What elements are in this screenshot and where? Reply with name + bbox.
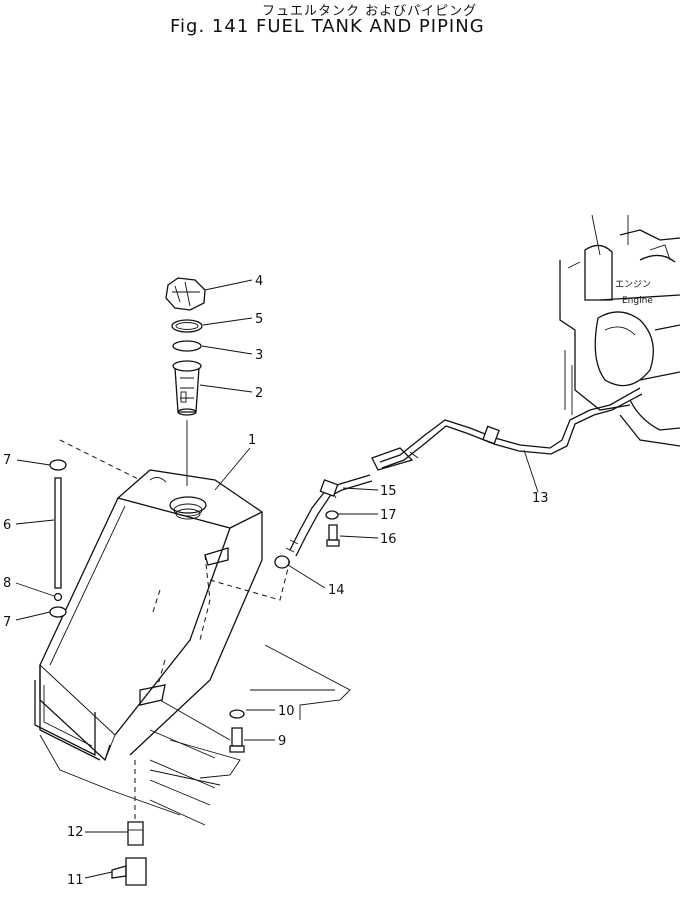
callout-16: 16 [380,532,397,547]
callout-7-bottom: 7 [3,615,11,630]
fuel-tank [34,439,291,762]
callout-2: 2 [255,386,263,401]
callout-labels: 4 5 3 2 1 7 6 8 7 10 9 12 11 13 14 15 17… [3,274,549,888]
callout-1: 1 [248,433,256,448]
fuel-pipe [371,387,643,471]
callout-7-top: 7 [3,453,11,468]
callout-12: 12 [67,825,84,840]
title-japanese: フュエルタンク およびパイピング [262,4,478,19]
leader-lines [15,279,539,879]
washer-part-17 [325,510,339,520]
strainer-part-2 [172,360,202,416]
level-gauge-parts [49,459,67,618]
washer-part-10 [229,709,245,719]
clamp-part-14 [274,555,290,569]
bolt-part-16 [326,524,340,547]
figure-title: Fig. 141 FUEL TANK AND PIPING [170,16,485,37]
callout-15: 15 [380,484,397,499]
drain-valve-part-11 [111,857,147,886]
callout-13: 13 [532,491,549,506]
engine-outline [559,214,680,447]
callout-17: 17 [380,508,397,523]
drain-plug-part-12 [127,821,144,846]
callout-10: 10 [278,704,295,719]
callout-4: 4 [255,274,263,289]
filler-cap-part-4 [165,277,206,311]
callout-14: 14 [328,583,345,598]
bolt-part-9 [229,727,245,753]
callout-9: 9 [278,734,286,749]
callout-8: 8 [3,576,11,591]
engine-label-jp: エンジン [615,280,651,290]
ring-part-3 [172,340,202,352]
gasket-part-5 [171,319,203,333]
frame-structure [39,644,351,826]
engine-label-en: Engine [622,296,653,306]
callout-11: 11 [67,873,84,888]
callout-6: 6 [3,518,11,533]
callout-3: 3 [255,348,263,363]
callout-5: 5 [255,312,263,327]
